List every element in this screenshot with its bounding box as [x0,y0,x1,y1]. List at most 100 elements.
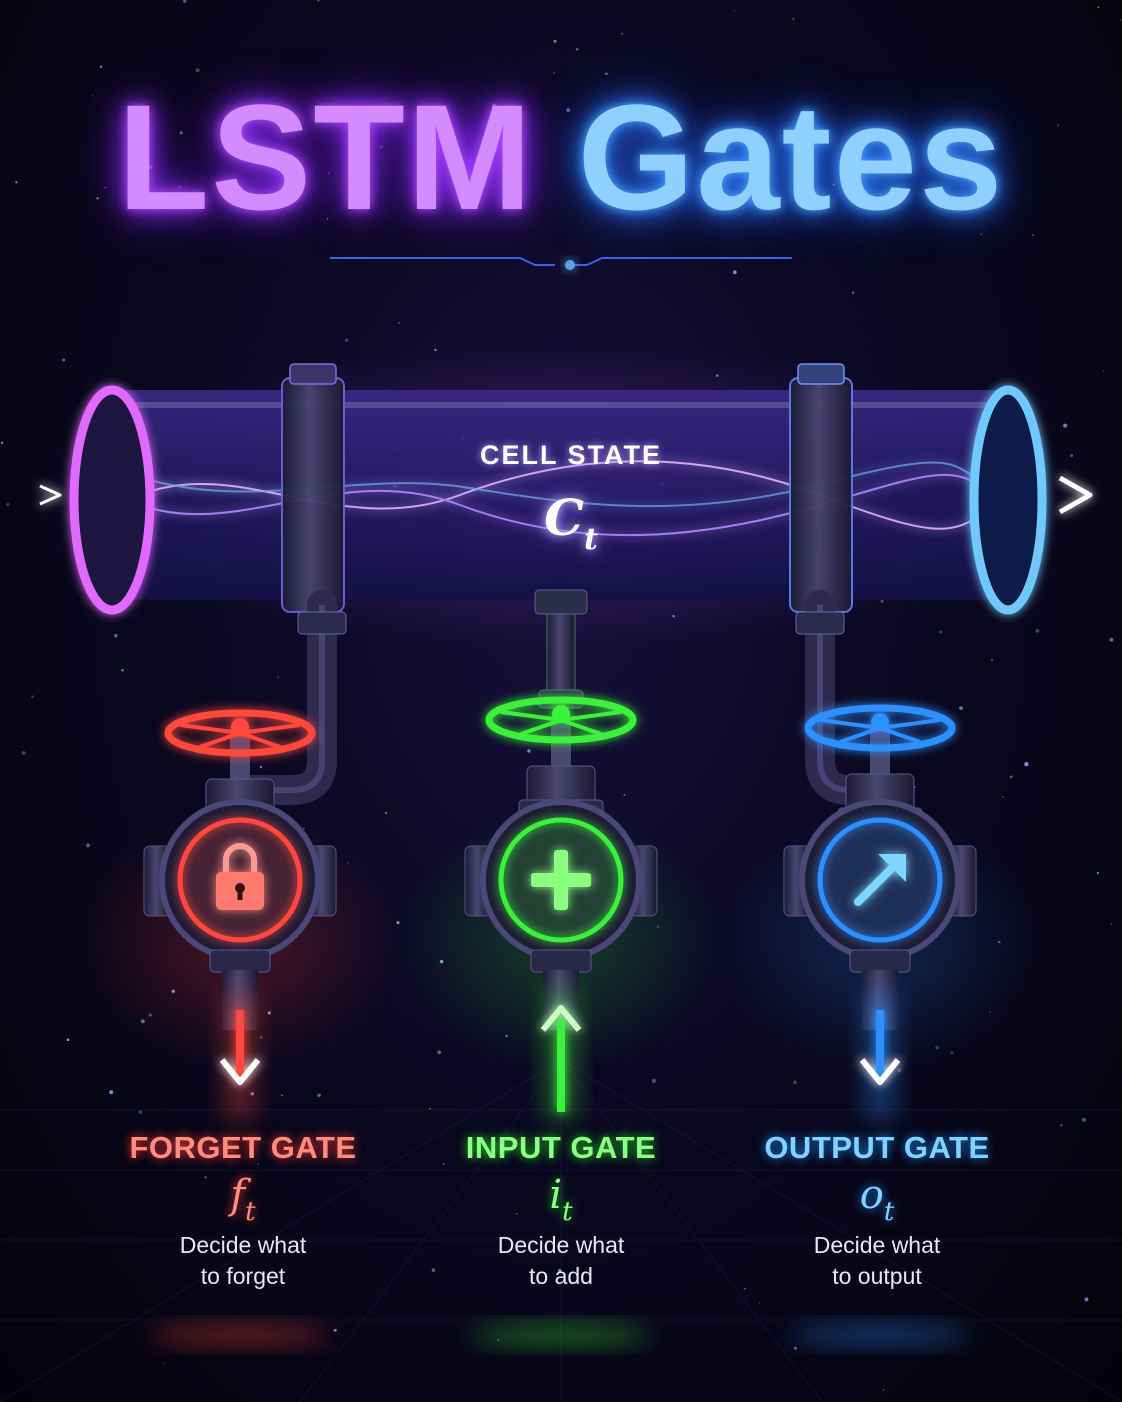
star [1084,1297,1089,1302]
star [1057,124,1060,127]
star [793,1346,797,1350]
star [148,165,153,170]
arrow-up-icon [540,1005,582,1112]
forget-handwheel [164,709,316,757]
gate-valves [143,589,977,1345]
star [425,125,428,129]
star [62,358,66,362]
star [327,172,330,175]
star [317,1093,321,1097]
title-gates: Gates [577,73,1005,241]
star [1109,637,1114,642]
star [429,1107,432,1110]
star [959,706,963,710]
output-gate-caption: OUTPUT GATE ot Decide what to output [737,1130,1017,1292]
star [96,197,99,200]
output-gate-symbol-subscript: t [883,1197,895,1227]
star [651,1078,657,1084]
forget-gate-name: FORGET GATE [129,1130,357,1165]
output-gate-valve [783,590,977,1345]
flow-arrow-right-icon [1058,475,1093,515]
star [21,751,26,755]
input-gate-description: Decide what to add [497,1232,625,1289]
cell-state-symbol-main: C [544,488,584,547]
output-gate-symbol-main: o [859,1172,884,1218]
cell-state-symbol-subscript: t [583,522,598,557]
star [1002,796,1004,798]
star [179,131,183,135]
star [1096,871,1099,874]
star [527,749,531,753]
star [177,185,182,190]
star [623,794,626,796]
star [851,291,855,294]
star [566,108,571,113]
star [1081,1117,1086,1122]
star [553,39,557,43]
star [317,0,320,2]
star [109,1090,114,1095]
star [558,1269,562,1273]
star [733,10,735,12]
star [1119,19,1122,21]
cell-state-pipe [0,363,1122,615]
forget-gate-valve [143,590,347,1345]
star [442,1163,445,1165]
flow-arrow-left-icon [39,484,62,506]
title-lstm: LSTM [117,73,534,241]
pipe-clamp-right [789,363,853,613]
star [204,1176,207,1179]
star [15,181,18,184]
star [138,1110,143,1115]
input-gate-symbol-main: i [549,1172,563,1218]
input-gate-caption: INPUT GATE it Decide what to add [421,1130,701,1292]
star [684,165,687,169]
star [423,207,426,210]
star [980,233,982,235]
star [991,658,993,661]
arrow-down-icon [859,1010,901,1085]
star [277,676,279,678]
page-title: LSTM Gates [0,82,1122,232]
star [259,765,263,769]
output-handwheel [804,704,956,752]
star [398,321,401,324]
pipe-end-left [69,385,155,615]
forget-gate-symbol-subscript: t [245,1197,256,1227]
star [195,68,200,73]
forget-gate-symbol-main: f [230,1172,246,1218]
star [832,183,835,186]
star [185,207,188,210]
pipe-end-right [969,385,1047,615]
output-gate-description: Decide what to output [813,1232,941,1289]
star [758,1302,761,1304]
star [86,843,90,848]
star [384,811,388,815]
star [1110,922,1113,925]
forget-gate-description: Decide what to forget [179,1232,307,1289]
input-gate-symbol: it [421,1172,701,1227]
star [553,71,556,75]
star [437,1050,442,1055]
input-handwheel [485,696,637,744]
star [897,1068,902,1073]
star [1063,423,1068,428]
star [162,1362,165,1365]
star [1009,775,1013,779]
star [104,186,107,189]
star [113,633,118,638]
star [345,338,349,342]
title-divider [330,257,792,270]
star [604,72,608,76]
star [1024,762,1029,767]
star [1097,6,1100,8]
background-grid [0,1059,1122,1402]
star [92,95,94,97]
arrow-up-right-icon [854,854,906,906]
plus-icon [531,850,591,910]
star [1032,234,1034,237]
input-gate-name: INPUT GATE [465,1130,657,1165]
arrow-down-icon [219,1010,261,1085]
